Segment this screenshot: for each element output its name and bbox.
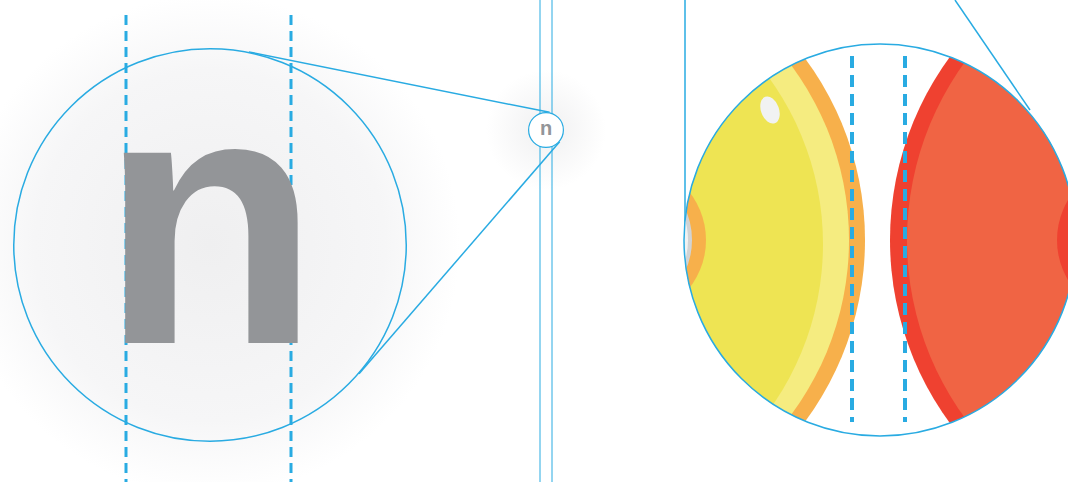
magnified-shapes xyxy=(255,0,1068,482)
glyph: n xyxy=(100,38,320,398)
letter-circle: n xyxy=(528,112,564,148)
sidebearing-line xyxy=(903,56,907,422)
sidebearing-line xyxy=(850,56,854,422)
magnified-letter: n xyxy=(13,48,407,442)
glow xyxy=(0,0,460,482)
guide-line xyxy=(552,0,553,482)
circle-outline xyxy=(529,113,564,148)
zoom-leader xyxy=(359,142,560,374)
lens-circle xyxy=(684,44,1068,436)
glyph: n xyxy=(540,118,552,138)
guide-line xyxy=(540,0,541,482)
leader-line xyxy=(684,0,686,243)
glow xyxy=(486,70,606,190)
